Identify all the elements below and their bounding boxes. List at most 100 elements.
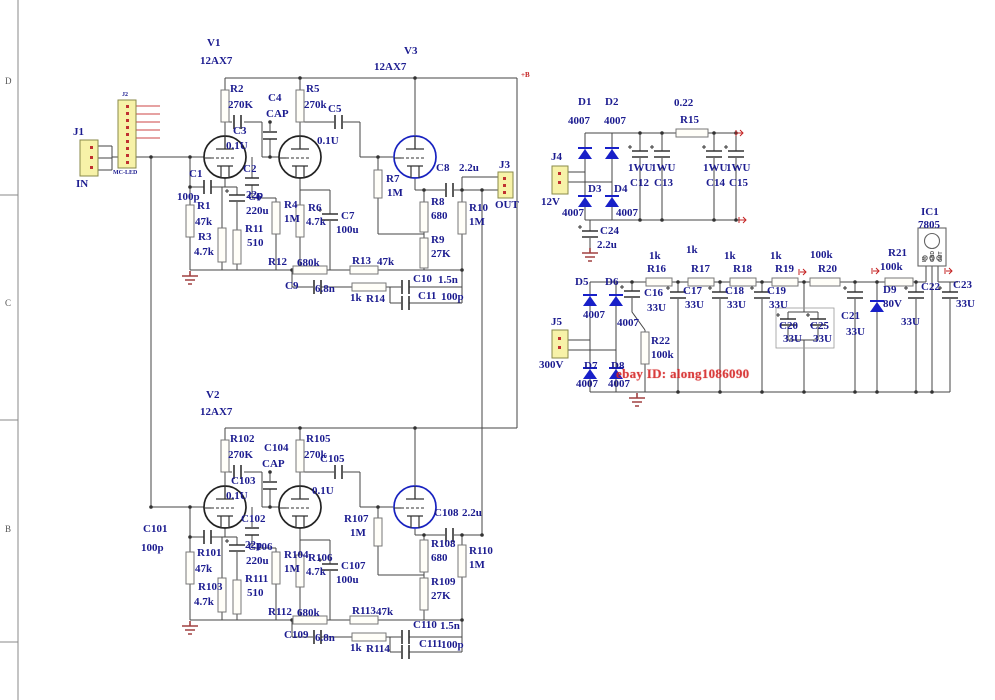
resistor-r103 — [217, 577, 227, 613]
value-d4: 4007 — [616, 207, 638, 219]
value-r16: 1k — [649, 250, 661, 262]
value-r103: 4.7k — [194, 596, 214, 608]
resistor-r1 — [185, 204, 195, 238]
value-c9: 6.8n — [315, 283, 335, 295]
label-d5: D5 — [575, 276, 589, 288]
value-c24: 2.2u — [597, 239, 617, 251]
value-c20: 33U — [783, 333, 802, 345]
label-r9: R9 — [431, 234, 445, 246]
resistor-r3 — [217, 227, 227, 263]
resistor-r16 — [645, 277, 673, 287]
label-v1-type: 12AX7 — [200, 55, 233, 67]
resistor-r6 — [295, 204, 305, 238]
watermark-text: ebay ID: along1086090 — [616, 366, 750, 381]
value-c8: 2.2u — [459, 162, 479, 174]
value-c110: 1.5n — [440, 620, 460, 632]
sheet-border — [0, 0, 19, 700]
value-c3: 0.1U — [226, 140, 248, 152]
value-r108: 680 — [431, 552, 448, 564]
label-c107: C107 — [341, 560, 366, 572]
diode-d2 — [604, 147, 620, 160]
label-r113: R113 — [352, 605, 376, 617]
value-r6: 4.7k — [306, 216, 326, 228]
value-r21: 100k — [880, 261, 903, 273]
label-c17: C17 — [683, 285, 702, 297]
label-c2: C2 — [243, 163, 257, 175]
resistor-r111 — [232, 579, 242, 615]
label-c25: C25 — [810, 320, 829, 332]
diode-d4 — [604, 195, 620, 208]
value-c102: 22p — [245, 539, 263, 551]
value-c104: CAP — [262, 458, 285, 470]
label-r110: R110 — [469, 545, 493, 557]
value-d2: 4007 — [604, 115, 626, 127]
value-r107: 1M — [350, 527, 366, 539]
label-c19: C19 — [767, 285, 786, 297]
value-r7: 1M — [387, 187, 403, 199]
label-c9: C9 — [285, 280, 299, 292]
label-c111: C111 — [419, 638, 443, 650]
label-c13: C13 — [654, 177, 673, 189]
label-r17: R17 — [691, 263, 710, 275]
value-c15: 1WU — [726, 162, 751, 174]
cap-c24 — [577, 224, 599, 238]
label-j5-300v: 300V — [539, 359, 564, 371]
label-r102: R102 — [230, 433, 255, 445]
cap-c106 — [224, 538, 246, 552]
value-c7: 100u — [336, 224, 359, 236]
label-c1: C1 — [189, 168, 203, 180]
ground-icon — [181, 270, 199, 285]
label-c10: C10 — [413, 273, 432, 285]
value-r19: 1k — [770, 250, 782, 262]
resistor-r17 — [687, 277, 715, 287]
label-r103: R103 — [198, 581, 223, 593]
junction-dots — [149, 76, 934, 622]
label-c23: C23 — [953, 279, 972, 291]
label-r105: R105 — [306, 433, 331, 445]
value-r105: 270k — [304, 449, 327, 461]
capacitors — [203, 114, 959, 660]
value-d3: 4007 — [562, 207, 584, 219]
value-c12: 1WU — [628, 162, 653, 174]
label-r11: R11 — [245, 223, 264, 235]
label-ic1-pin-in: IN — [922, 257, 928, 262]
resistor-r105 — [295, 439, 305, 473]
label-c3: C3 — [233, 125, 247, 137]
value-r104: 1M — [284, 563, 300, 575]
value-r20: 100k — [810, 249, 833, 261]
value-r113: 47k — [376, 606, 394, 618]
ground-icon — [581, 247, 599, 262]
value-c107: 100u — [336, 574, 359, 586]
label-c16: C16 — [644, 287, 663, 299]
label-r108: R108 — [431, 538, 456, 550]
label-c110: C110 — [413, 619, 437, 631]
label-r21: R21 — [888, 247, 907, 259]
value-c23: 33U — [956, 298, 975, 310]
label-c18: C18 — [725, 285, 744, 297]
label-r7: R7 — [386, 173, 400, 185]
label-d9: D9 — [883, 284, 897, 296]
label-d4: D4 — [614, 183, 628, 195]
value-c108: 2.2u — [462, 507, 482, 519]
resistors — [185, 89, 914, 642]
label-d8: D8 — [611, 360, 625, 372]
cap-c13 — [649, 144, 671, 158]
value-c5: 0.1U — [317, 135, 339, 147]
cap-c6 — [224, 188, 246, 202]
value-d8: 4007 — [608, 378, 630, 390]
value-r102: 270K — [228, 449, 254, 461]
label-c103: C103 — [231, 475, 256, 487]
label-r109: R109 — [431, 576, 456, 588]
resistor-r108 — [419, 539, 429, 573]
label-c22: C22 — [921, 281, 940, 293]
sheet-zone-c: C — [5, 298, 12, 308]
label-j3: J3 — [499, 159, 510, 171]
resistor-r2 — [220, 89, 230, 123]
resistor-r15 — [675, 128, 709, 138]
label-r5: R5 — [306, 83, 320, 95]
sheet-zone-d: D — [5, 76, 12, 86]
label-r1: R1 — [197, 200, 211, 212]
value-r106: 4.7k — [306, 566, 326, 578]
resistor-r110 — [457, 544, 467, 578]
